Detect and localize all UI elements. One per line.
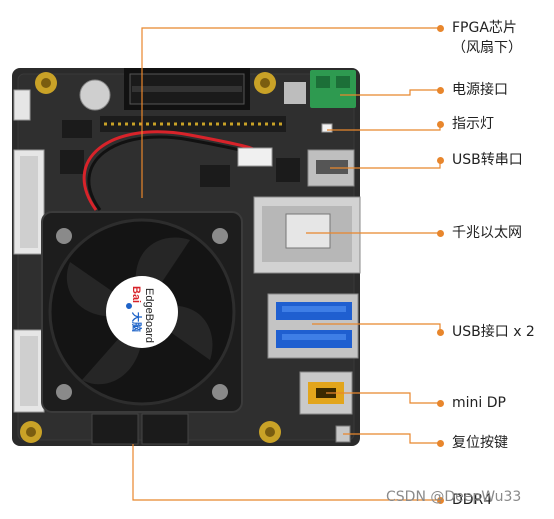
brand-cn-label: 大脑 <box>130 312 143 332</box>
pcie-slot <box>124 68 250 110</box>
ethernet-port <box>253 196 361 274</box>
callout-dot <box>437 157 444 164</box>
mounting-holes <box>20 72 281 443</box>
pin-header <box>100 116 286 132</box>
callout-dot <box>437 230 444 237</box>
brand-label: Bai <box>130 286 142 303</box>
callout-reset: 复位按键 <box>452 435 508 451</box>
callout-fpga-line2: （风扇下） <box>452 40 522 56</box>
callout-power: 电源接口 <box>452 82 508 98</box>
cooling-fan <box>48 218 236 406</box>
callout-ddr4: DDR4 <box>452 492 493 508</box>
product-label: EdgeBoard <box>143 288 155 343</box>
callout-usb-serial: USB转串口 <box>452 152 523 168</box>
indicator-led <box>321 123 333 133</box>
callout-dot <box>437 497 444 504</box>
ffc-connectors <box>13 89 45 413</box>
coin-battery <box>79 79 111 111</box>
small-components <box>60 82 306 187</box>
power-terminal <box>310 70 356 108</box>
ddr4-chips <box>91 413 189 445</box>
usb3-ports <box>267 293 359 359</box>
callout-dot <box>437 329 444 336</box>
callout-dot <box>437 87 444 94</box>
callout-ethernet: 千兆以太网 <box>452 225 522 241</box>
watermark: CSDN @DeepWu33 <box>386 489 522 505</box>
callout-usb: USB接口 x 2 <box>452 324 535 340</box>
callout-mini-dp: mini DP <box>452 395 506 411</box>
callout-dot <box>437 121 444 128</box>
callout-indicator: 指示灯 <box>452 116 494 132</box>
callout-dot <box>437 400 444 407</box>
callout-dot <box>437 440 444 447</box>
callout-dot <box>437 25 444 32</box>
callout-fpga-line1: FPGA芯片 <box>452 20 517 36</box>
